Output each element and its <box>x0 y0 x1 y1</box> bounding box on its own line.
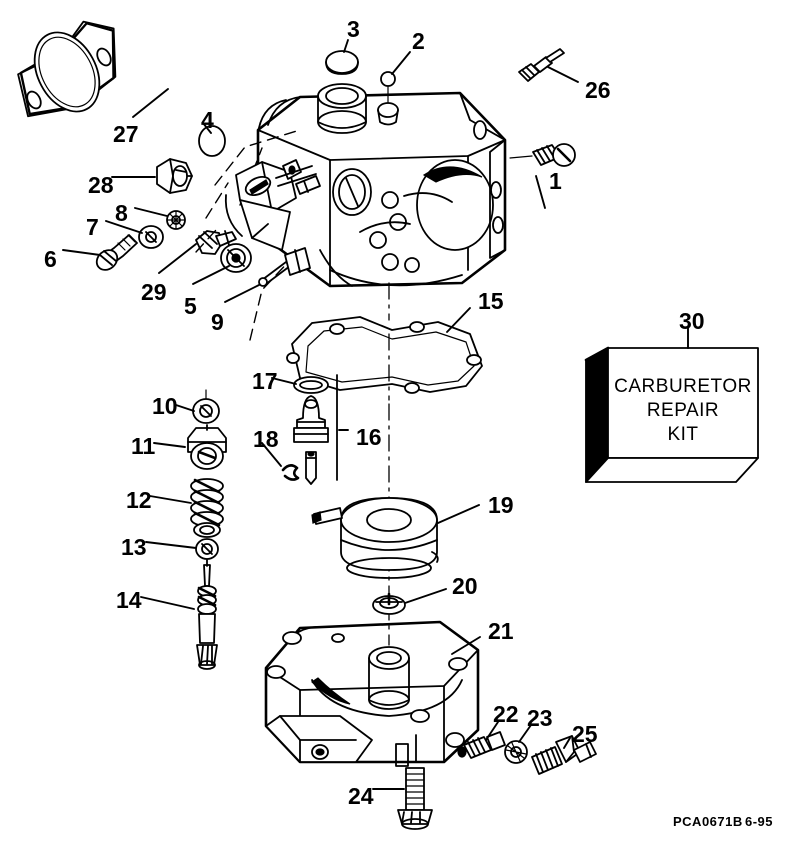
part-7-washer <box>138 225 164 249</box>
callout-23: 23 <box>527 705 553 731</box>
part-29-idle-screw <box>195 230 237 255</box>
part-13-retainer <box>195 538 219 560</box>
part-20-float-washer <box>372 592 406 615</box>
kit-box-line-2: REPAIR <box>646 400 720 421</box>
callout-5: 5 <box>184 293 197 319</box>
revision-date: 6-95 <box>745 814 774 829</box>
callout-27: 27 <box>113 121 139 147</box>
part-27-mounting-gasket <box>17 20 117 118</box>
callout-3: 3 <box>347 16 360 42</box>
callout-9: 9 <box>211 309 224 335</box>
reference-code: PCA0671B <box>673 814 743 829</box>
callout-16: 16 <box>356 424 382 450</box>
callout-25: 25 <box>572 721 598 747</box>
callout-15: 15 <box>478 288 504 314</box>
part-26-upper-fitting <box>518 48 565 82</box>
callout-26: 26 <box>585 77 611 103</box>
part-10-washer <box>192 398 220 424</box>
callout-30: 30 <box>679 308 705 334</box>
callout-11: 11 <box>131 433 156 459</box>
part-16-inlet-seat <box>293 395 329 485</box>
part-19-float <box>311 497 439 579</box>
part-5-washer-seal <box>220 243 252 273</box>
callout-17: 17 <box>252 368 278 394</box>
callout-13: 13 <box>121 534 147 560</box>
part-21-float-bowl <box>264 620 480 767</box>
part-17-seat-gasket <box>293 376 329 394</box>
callout-14: 14 <box>116 587 142 613</box>
callout-22: 22 <box>493 701 519 727</box>
part-14-needle-valve <box>196 559 218 670</box>
part-24-long-bolt <box>397 767 433 830</box>
callout-4: 4 <box>201 107 214 133</box>
callout-2: 2 <box>412 28 425 54</box>
kit-box-line-1: CARBURETOR <box>614 376 752 397</box>
part-1-screw <box>532 143 576 167</box>
part-25-fuel-fitting <box>531 735 597 775</box>
callout-21: 21 <box>488 618 514 644</box>
kit-box-line-3: KIT <box>667 424 699 445</box>
callout-29: 29 <box>141 279 167 305</box>
callout-7: 7 <box>86 214 99 240</box>
callout-8: 8 <box>115 200 128 226</box>
callout-6: 6 <box>44 246 57 272</box>
part-11-packing-nut <box>187 424 227 470</box>
callout-19: 19 <box>488 492 514 518</box>
part-4-ball-plug <box>198 125 226 157</box>
part-22-bowl-screw <box>457 731 506 759</box>
part-9-pin <box>258 261 291 287</box>
carburetor-main-body <box>224 83 507 288</box>
part-30-repair-kit-box <box>584 346 759 484</box>
part-23-bowl-washer <box>504 740 528 764</box>
part-8-lock-washer <box>166 210 186 230</box>
callout-10: 10 <box>152 393 178 419</box>
callout-1: 1 <box>549 168 562 194</box>
part-18-clip <box>281 464 300 481</box>
callout-18: 18 <box>253 426 279 452</box>
callout-24: 24 <box>348 783 374 809</box>
part-28-nut <box>156 158 193 194</box>
callout-28: 28 <box>88 172 114 198</box>
part-3-cap-plug <box>325 50 359 75</box>
part-15-body-gasket <box>286 316 483 394</box>
callout-20: 20 <box>452 573 478 599</box>
part-6-screw <box>95 234 138 271</box>
part-12-spring <box>190 478 224 538</box>
callout-12: 12 <box>126 487 152 513</box>
